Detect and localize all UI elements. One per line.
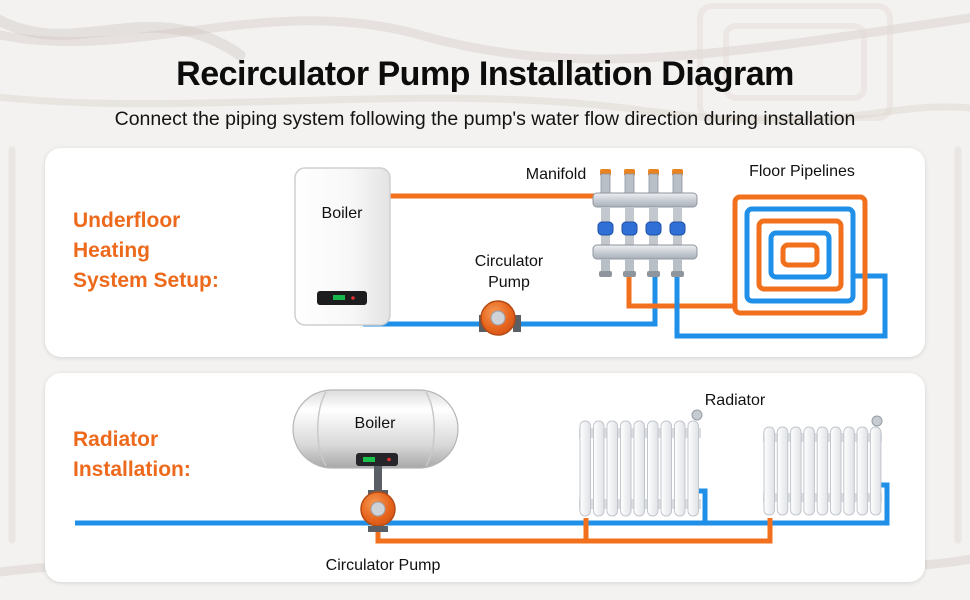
page-subtitle: Connect the piping system following the … xyxy=(114,108,856,130)
radiator-installation-panel: Radiator Installation: Boiler Circulator… xyxy=(45,373,925,582)
underfloor-heading: Underfloor Heating System Setup: xyxy=(73,206,219,296)
floor-pipelines-label: Floor Pipelines xyxy=(749,163,855,180)
radiator-2-graphic xyxy=(763,415,883,516)
floor-pipelines-coil xyxy=(732,194,868,316)
pipe-boiler-return-blue xyxy=(363,274,658,327)
circulator-pump-label: Circulator Pump xyxy=(326,557,441,574)
circulator-pump-label-line2: Pump xyxy=(488,274,530,291)
radiator-diagram: Boiler Circulator Pump xyxy=(75,389,890,574)
circulator-pump-icon xyxy=(479,300,521,336)
circulator-pump-label-line1: Circulator xyxy=(475,253,544,270)
bg-coil-outline xyxy=(723,23,867,101)
bg-pipe-curve xyxy=(0,14,246,61)
manifold-valve-knob xyxy=(645,221,662,236)
pipe-floor-return-blue xyxy=(674,273,888,339)
pipe-manifold-to-floor-orange xyxy=(626,276,735,309)
underfloor-heading-line: Heating xyxy=(73,239,151,262)
page-title: Recirculator Pump Installation Diagram xyxy=(176,55,794,93)
radiator-label: Radiator xyxy=(705,392,766,409)
manifold-valve-knob xyxy=(621,221,638,236)
bg-coil-outline xyxy=(697,3,893,121)
circulator-pump-icon xyxy=(360,466,396,532)
pipe-supply-orange xyxy=(375,518,773,544)
bg-pipe-curve xyxy=(0,13,970,64)
radiator-heading-line: Installation: xyxy=(73,458,191,481)
boiler-label: Boiler xyxy=(322,205,364,222)
wall-boiler-graphic xyxy=(294,167,391,326)
manifold-label: Manifold xyxy=(526,166,586,183)
tank-boiler-graphic xyxy=(292,389,459,469)
radiator-valve xyxy=(691,409,703,421)
underfloor-heading-line: System Setup: xyxy=(73,269,219,292)
manifold-valve-knob xyxy=(669,221,686,236)
manifold-valve-knob xyxy=(597,221,614,236)
pipe-radiator1-return-blue xyxy=(698,488,708,523)
radiator-heading-line: Radiator xyxy=(73,428,159,451)
underfloor-diagram: Boiler Circulator Pump xyxy=(294,163,888,339)
manifold-graphic xyxy=(592,169,698,277)
boiler-display xyxy=(356,453,398,466)
pipe-return-blue xyxy=(75,482,890,526)
boiler-label: Boiler xyxy=(355,415,397,432)
underfloor-heating-panel: Underfloor Heating System Setup: xyxy=(45,148,925,357)
radiator-valve xyxy=(871,415,883,427)
underfloor-heading-line: Underfloor xyxy=(73,209,181,232)
bg-pipe-curve xyxy=(0,93,970,125)
radiator-1-graphic xyxy=(579,409,703,517)
radiator-heading: Radiator Installation: xyxy=(73,425,191,485)
